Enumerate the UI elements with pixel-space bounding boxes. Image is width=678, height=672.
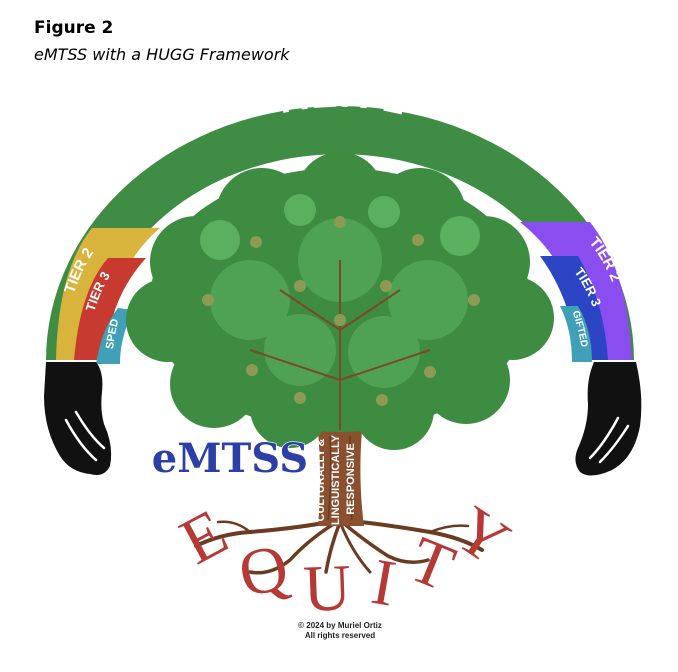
copyright-line-2: All rights reserved [305, 631, 375, 640]
trunk-text-linguistically: LINGUISTICALLY [330, 434, 342, 525]
trunk-text-responsive: RESPONSIVE [345, 443, 357, 515]
equity-letter-u: U [302, 551, 352, 626]
left-sped-band [96, 308, 134, 364]
tree-branches [249, 260, 431, 430]
equity-letter-i: I [367, 545, 401, 621]
tier1-arch [46, 106, 634, 360]
equity-letter-q: Q [233, 530, 295, 611]
equity-letter-y: Y [442, 493, 522, 580]
right-gifted-band [560, 306, 592, 362]
acorn-icons [202, 216, 480, 406]
left-hand-icon [44, 362, 112, 475]
trunk-text-culturally: CULTURALLY & [315, 438, 327, 521]
equity-letter-e: E [169, 495, 239, 578]
tree-roots [194, 518, 484, 575]
right-hand-icon [575, 362, 642, 476]
emtss-wordmark: eMTSS [152, 435, 308, 482]
left-tier3-band [74, 258, 146, 360]
copyright-line-1: © 2024 by Muriel Ortiz [298, 621, 382, 630]
figure-label: Figure 2 [34, 18, 114, 38]
figure-caption: eMTSS with a HUGG Framework [34, 45, 290, 64]
